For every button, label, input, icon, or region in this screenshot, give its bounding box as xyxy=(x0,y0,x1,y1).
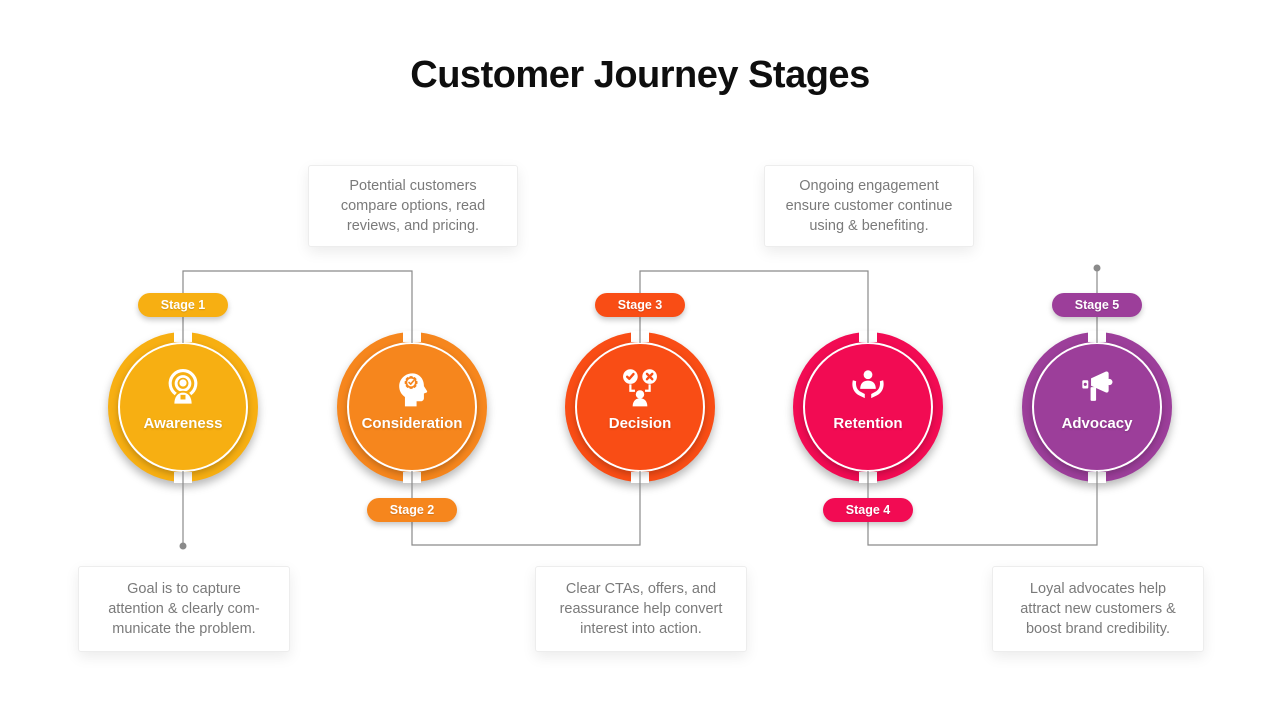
note-advocacy: Loyal advocates help attract new custome… xyxy=(992,566,1204,652)
stage-inner-circle: Retention xyxy=(803,342,933,472)
stage-inner-circle: Consideration xyxy=(347,342,477,472)
ring-notch xyxy=(631,331,649,342)
broadcast-person-icon xyxy=(168,369,198,406)
stage-label: Retention xyxy=(833,415,903,432)
stage-badge: Stage 2 xyxy=(367,498,457,522)
stage-circle: Awareness xyxy=(108,331,258,483)
stage-circle: Consideration xyxy=(337,331,487,483)
note-retention: Ongoing engagement ensure customer conti… xyxy=(764,165,974,247)
head-gear-check-icon xyxy=(399,373,428,407)
ring-notch xyxy=(403,331,421,342)
hands-holding-person-icon xyxy=(852,370,884,399)
stage-inner-circle: Advocacy xyxy=(1032,342,1162,472)
stage-inner-circle: Decision xyxy=(575,342,705,472)
note-decision: Clear CTAs, offers, and reassurance help… xyxy=(535,566,747,652)
stage-badge: Stage 5 xyxy=(1052,293,1142,317)
choice-bubbles-person-icon xyxy=(623,369,657,407)
ring-notch xyxy=(1088,472,1106,483)
ring-notch xyxy=(631,472,649,483)
ring-notch xyxy=(1088,331,1106,342)
stage-retention: Stage 4 Retention xyxy=(793,290,943,525)
ring-notch xyxy=(859,472,877,483)
ring-notch xyxy=(859,331,877,342)
stage-badge: Stage 1 xyxy=(138,293,228,317)
stage-label: Consideration xyxy=(361,415,463,432)
ring-notch xyxy=(403,472,421,483)
stage-label: Advocacy xyxy=(1061,415,1133,432)
stage-awareness: Stage 1 Awareness xyxy=(108,290,258,525)
stage-circle: Decision xyxy=(565,331,715,483)
stage-inner-circle: Awareness xyxy=(118,342,248,472)
megaphone-icon xyxy=(1082,371,1113,401)
ring-notch xyxy=(174,472,192,483)
connector-dot xyxy=(179,542,187,550)
stage-label: Awareness xyxy=(143,415,223,432)
note-consideration: Potential customers compare options, rea… xyxy=(308,165,518,247)
stage-circle: Retention xyxy=(793,331,943,483)
connector-dot xyxy=(1093,264,1101,272)
stage-badge: Stage 3 xyxy=(595,293,685,317)
stage-advocacy: Stage 5 Advocacy xyxy=(1022,290,1172,525)
stage-circle: Advocacy xyxy=(1022,331,1172,483)
ring-notch xyxy=(174,331,192,342)
stage-label: Decision xyxy=(608,415,672,432)
stage-badge: Stage 4 xyxy=(823,498,913,522)
stage-decision: Stage 3 Decision xyxy=(565,290,715,525)
page-title: Customer Journey Stages xyxy=(410,54,870,96)
stage-consideration: Stage 2 Consideration xyxy=(337,290,487,525)
note-awareness: Goal is to capture attention & clearly c… xyxy=(78,566,290,652)
